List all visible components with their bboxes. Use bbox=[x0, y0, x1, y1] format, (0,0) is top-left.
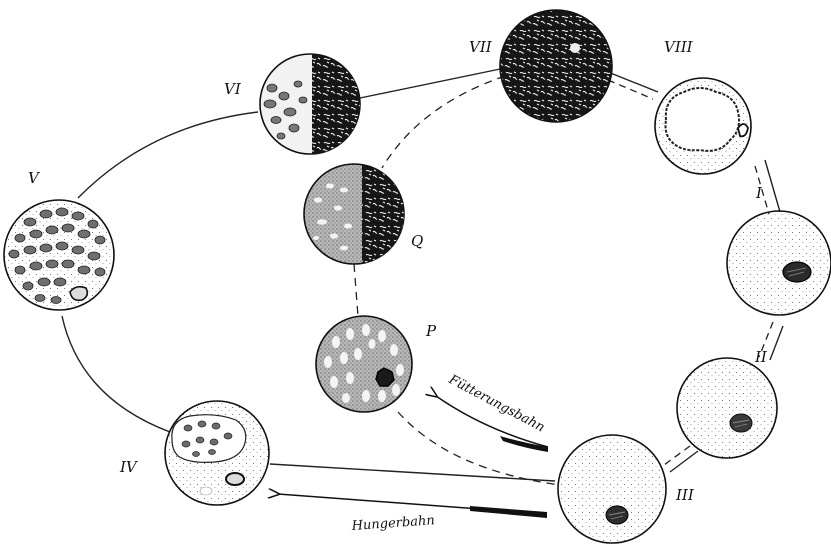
cell-VIII bbox=[655, 78, 751, 174]
cell-I bbox=[727, 211, 831, 315]
label-Q: Q bbox=[411, 232, 423, 250]
hunger-pathway-label: Hungerbahn bbox=[350, 513, 435, 534]
cell-IV bbox=[165, 401, 269, 505]
label-III: III bbox=[675, 486, 695, 504]
cell-Q bbox=[304, 160, 412, 270]
label-II: II bbox=[754, 348, 768, 366]
feeding-pathway-label: Fütterungsbahn bbox=[445, 372, 547, 436]
cell-III bbox=[558, 435, 666, 543]
cell-V bbox=[4, 200, 114, 310]
label-VI: VI bbox=[224, 80, 242, 98]
label-P: P bbox=[425, 322, 437, 340]
label-V: V bbox=[28, 169, 41, 187]
cell-II bbox=[677, 358, 777, 458]
cell-VI bbox=[260, 50, 364, 160]
label-IV: IV bbox=[119, 458, 139, 476]
cell-labels: VII VI V VIII Q P I II III IV bbox=[28, 38, 768, 504]
cell-P bbox=[316, 316, 412, 412]
label-VIII: VIII bbox=[664, 38, 694, 56]
cell-VII bbox=[500, 10, 612, 122]
label-I: I bbox=[755, 184, 763, 202]
label-VII: VII bbox=[469, 38, 493, 56]
